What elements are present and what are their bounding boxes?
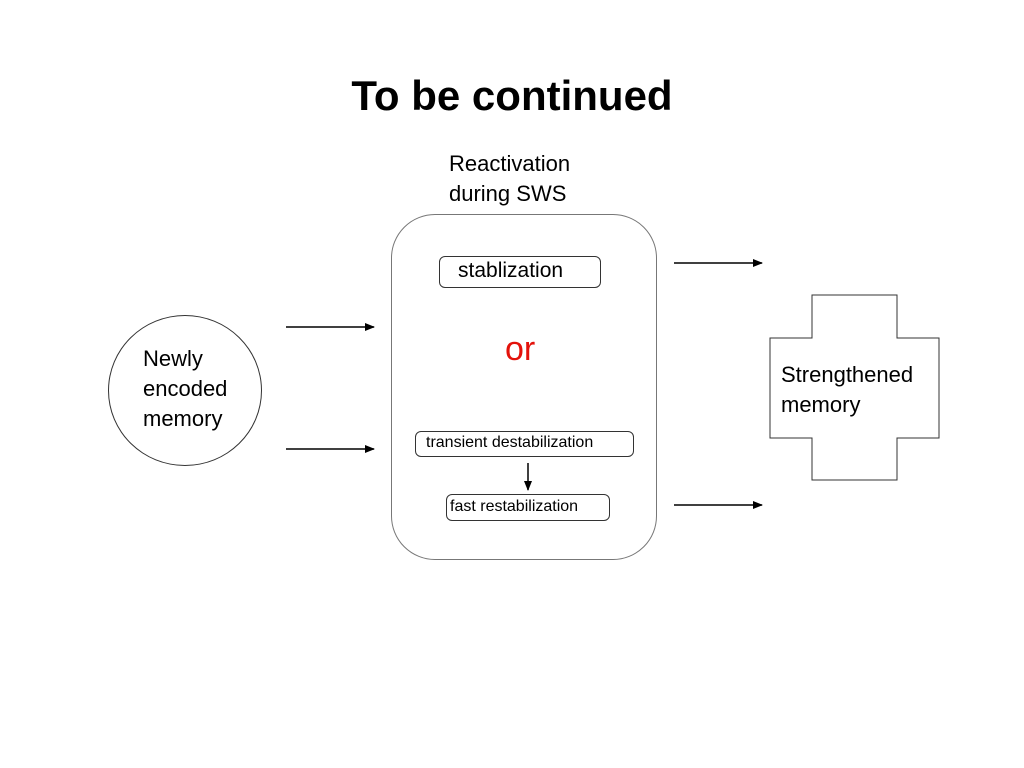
reactivation-label-line2: during SWS	[449, 181, 567, 206]
stabilization-box: stablization	[439, 256, 601, 288]
reactivation-label: Reactivation during SWS	[449, 149, 570, 209]
strengthened-memory-label: Strengthened memory	[781, 360, 913, 420]
strengthened-memory-line2: memory	[781, 392, 861, 417]
strengthened-memory-line1: Strengthened	[781, 362, 914, 387]
or-label: or	[505, 330, 536, 368]
newly-encoded-memory-line1: Newly	[143, 346, 203, 371]
newly-encoded-memory-line3: memory	[143, 406, 223, 431]
newly-encoded-memory-label: Newly encoded memory	[143, 344, 227, 434]
transient-destabilization-box: transient destabilization	[415, 431, 634, 457]
fast-restabilization-box: fast restabilization	[446, 494, 610, 521]
reactivation-label-line1: Reactivation	[449, 151, 571, 176]
slide-title: To be continued	[351, 72, 673, 119]
newly-encoded-memory-circle	[108, 315, 262, 466]
newly-encoded-memory-line2: encoded	[143, 376, 228, 401]
reactivation-process-box	[391, 214, 657, 560]
strengthened-memory-cross-shape	[769, 294, 940, 481]
